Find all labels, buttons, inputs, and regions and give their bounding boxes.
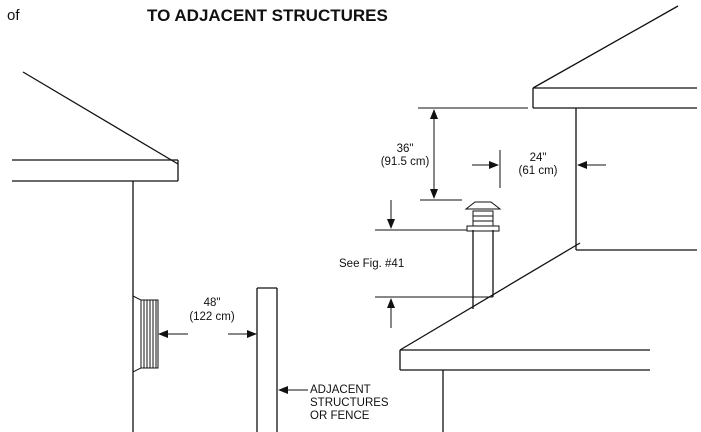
adjacent-label-line-3: OR FENCE: [310, 410, 370, 422]
dim-36: 36" (91.5 cm): [381, 107, 528, 201]
upper-right-house: [532, 5, 697, 251]
roof-vent-terminal: [464, 201, 502, 309]
adjacent-label-line-1: ADJACENT: [310, 384, 371, 396]
left-house: [12, 71, 179, 432]
dim-48-arrow-right: [247, 330, 257, 338]
upper-roof-slope: [532, 5, 679, 89]
diagram-title: TO ADJACENT STRUCTURES: [147, 6, 388, 25]
sidewall-vent-terminal: [132, 295, 159, 373]
dim-36-arrow-up: [430, 109, 438, 119]
dim-36-arrow-down: [430, 189, 438, 199]
dim-48-inches: 48": [204, 297, 221, 309]
lower-right-house: [399, 242, 650, 432]
dim-36-inches: 36": [397, 143, 414, 155]
adjacent-label-line-2: STRUCTURES: [310, 397, 389, 409]
dim-48-cm: (122 cm): [189, 311, 235, 323]
dim-see-fig: See Fig. #41: [339, 200, 493, 328]
dim-24: 24" (61 cm): [472, 150, 606, 188]
see-fig-arrow-up: [387, 298, 395, 308]
adjacent-fence: [256, 287, 278, 432]
adjacent-callout: ADJACENT STRUCTURES OR FENCE: [278, 384, 389, 422]
vent-mount-flange: [132, 295, 142, 373]
vent-cap-body: [472, 210, 494, 227]
dim-36-cm: (91.5 cm): [381, 156, 430, 168]
vent-cap-top: [464, 201, 502, 210]
see-fig-arrow-down: [387, 219, 395, 229]
title-fragment: of: [7, 7, 20, 24]
dim-24-cm: (61 cm): [519, 165, 558, 177]
adjacent-arrow: [278, 386, 288, 394]
left-roof-slope: [22, 71, 179, 165]
vent-cap-base: [466, 225, 500, 232]
see-fig-label: See Fig. #41: [339, 258, 404, 270]
dim-48-arrow-left: [158, 330, 168, 338]
dim-24-inches: 24": [530, 152, 547, 164]
dim-24-arrow-right: [489, 161, 499, 169]
dim-24-arrow-left: [577, 161, 587, 169]
dim-48: 48" (122 cm): [158, 297, 257, 338]
